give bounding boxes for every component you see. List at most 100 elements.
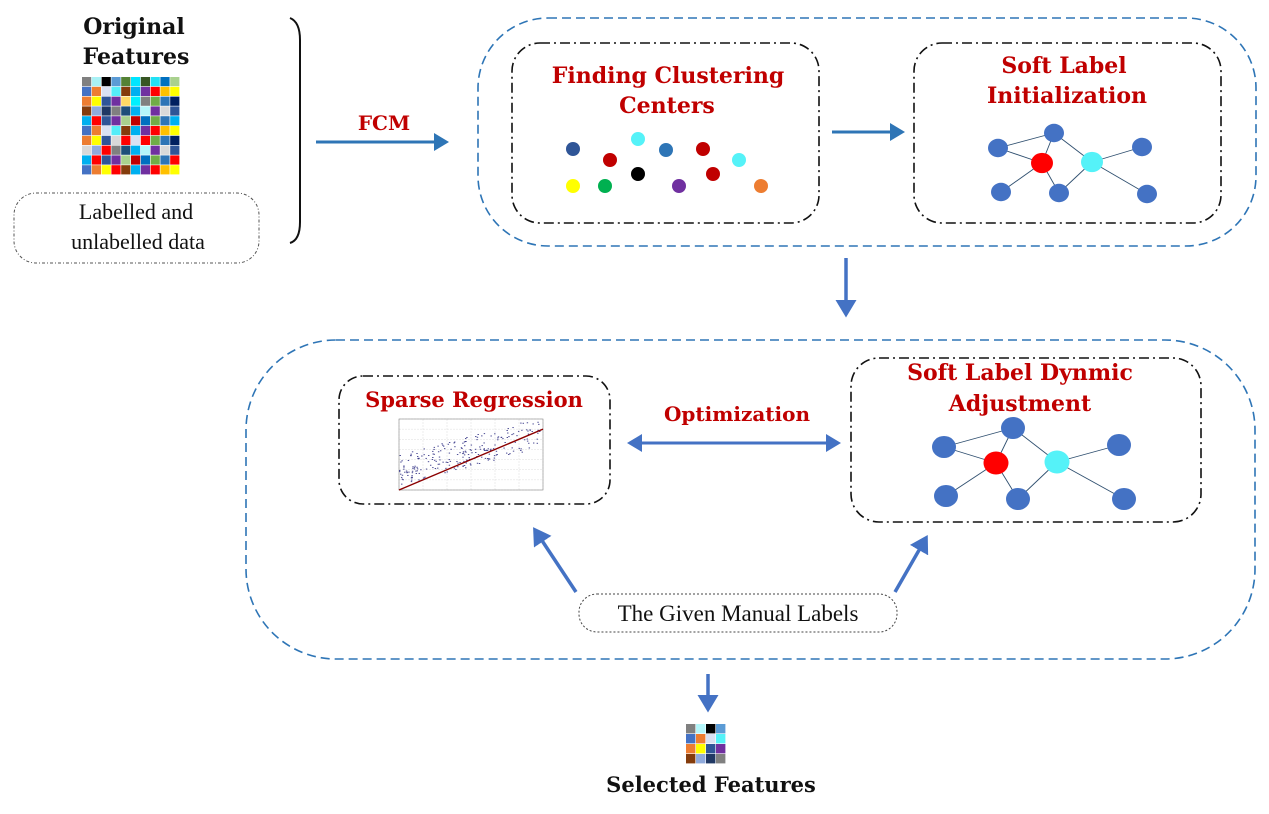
mini-chart-point bbox=[424, 476, 426, 478]
input-block: Original Features Labelled and unlabelle… bbox=[13, 14, 301, 264]
feature-cell bbox=[82, 155, 92, 165]
mini-chart-point bbox=[418, 479, 420, 481]
feature-cell bbox=[140, 77, 150, 87]
feature-cell bbox=[101, 165, 111, 175]
bottom-stage: Sparse Regression Optimization Soft Labe… bbox=[245, 339, 1256, 660]
selected-feature-cell bbox=[706, 724, 716, 734]
graph-node bbox=[1001, 416, 1025, 440]
mini-chart-point bbox=[487, 448, 489, 450]
mini-chart-point bbox=[497, 437, 499, 439]
init-title-line2: Initialization bbox=[987, 83, 1147, 109]
feature-cell bbox=[150, 165, 160, 175]
feature-cell bbox=[101, 116, 111, 126]
feature-cell bbox=[131, 126, 141, 136]
mini-chart-point bbox=[486, 450, 489, 451]
feature-cell bbox=[82, 116, 92, 126]
feature-cell bbox=[150, 135, 160, 145]
mini-chart-point bbox=[410, 453, 412, 455]
mini-chart-point bbox=[516, 435, 518, 437]
mini-chart-point bbox=[456, 461, 458, 463]
feature-cell bbox=[121, 96, 131, 106]
mini-chart-point bbox=[485, 450, 487, 452]
graph-node bbox=[1137, 184, 1157, 204]
mini-chart-point bbox=[497, 436, 500, 438]
mini-chart-point bbox=[466, 437, 468, 438]
mini-chart-point bbox=[416, 466, 418, 468]
cluster-center-dot bbox=[732, 153, 746, 167]
feature-cell bbox=[91, 145, 101, 155]
mini-chart-point bbox=[502, 438, 504, 440]
selected-feature-cell bbox=[696, 744, 706, 754]
mini-chart-point bbox=[453, 442, 455, 444]
mini-chart-point bbox=[512, 427, 514, 429]
graph-node bbox=[1112, 487, 1136, 511]
mini-chart-point bbox=[425, 468, 428, 470]
feature-cell bbox=[121, 135, 131, 145]
feature-cell bbox=[150, 126, 160, 136]
feature-cell bbox=[131, 116, 141, 126]
mini-chart-point bbox=[463, 465, 466, 466]
graph-node bbox=[934, 484, 958, 508]
mini-chart-point bbox=[445, 467, 447, 469]
feature-cell bbox=[170, 155, 180, 165]
graph-node bbox=[1132, 137, 1152, 157]
mini-chart-point bbox=[432, 457, 434, 458]
mini-chart-point bbox=[433, 448, 435, 450]
mini-chart-point bbox=[437, 463, 439, 465]
mini-chart-point bbox=[518, 447, 520, 449]
feature-cell bbox=[170, 126, 180, 136]
mini-chart-point bbox=[433, 453, 435, 455]
feature-cell bbox=[131, 96, 141, 106]
mini-chart-point bbox=[462, 465, 464, 467]
selected-feature-cell bbox=[706, 734, 716, 744]
mini-chart-point bbox=[442, 461, 444, 463]
feature-cell bbox=[170, 145, 180, 155]
mini-chart-point bbox=[463, 454, 466, 456]
mini-chart-point bbox=[505, 452, 508, 454]
feature-cell bbox=[91, 135, 101, 145]
mini-chart-point bbox=[448, 441, 451, 443]
mini-chart-point bbox=[431, 459, 434, 460]
selected-feature-cell bbox=[696, 724, 706, 734]
feature-cell bbox=[140, 145, 150, 155]
clustering-title-line2: Centers bbox=[619, 93, 715, 119]
mini-chart-point bbox=[479, 446, 481, 448]
mini-chart-point bbox=[399, 470, 401, 471]
manual-labels-box bbox=[578, 593, 898, 633]
mini-chart-point bbox=[464, 450, 467, 452]
mini-chart-point bbox=[532, 423, 534, 425]
graph-node-cyan bbox=[1044, 450, 1070, 474]
mini-chart-point bbox=[416, 468, 419, 470]
mini-chart-point bbox=[411, 477, 413, 479]
data-label-box bbox=[13, 192, 260, 264]
mini-chart-point bbox=[470, 449, 472, 451]
clustering-box: Finding Clustering Centers bbox=[511, 42, 820, 224]
selected-features-title: Selected Features bbox=[606, 772, 816, 797]
feature-cell bbox=[140, 165, 150, 175]
mini-chart-point bbox=[494, 433, 496, 435]
feature-cell bbox=[111, 106, 121, 116]
feature-cell bbox=[91, 106, 101, 116]
feature-cell bbox=[91, 86, 101, 96]
graph-node-red bbox=[1031, 152, 1053, 174]
mini-chart-point bbox=[521, 429, 523, 431]
mini-chart-point bbox=[465, 467, 467, 469]
mini-chart-point bbox=[453, 467, 456, 469]
mini-chart-point bbox=[437, 467, 439, 469]
feature-cell bbox=[111, 96, 121, 106]
feature-cell bbox=[150, 86, 160, 96]
mini-chart-point bbox=[417, 456, 419, 457]
feature-cell bbox=[131, 145, 141, 155]
feature-cell bbox=[121, 165, 131, 175]
bottom-stage-border bbox=[245, 339, 1256, 660]
graph-node-red bbox=[983, 451, 1009, 475]
feature-cell bbox=[91, 77, 101, 87]
feature-cell bbox=[111, 135, 121, 145]
mini-chart-point bbox=[457, 466, 459, 468]
cluster-center-dot bbox=[672, 179, 686, 193]
manual-labels-text: The Given Manual Labels bbox=[618, 601, 859, 626]
mini-chart-point bbox=[469, 463, 472, 465]
mini-chart-point bbox=[421, 455, 423, 457]
mini-chart-point bbox=[489, 449, 492, 451]
mini-chart-point bbox=[432, 467, 434, 469]
